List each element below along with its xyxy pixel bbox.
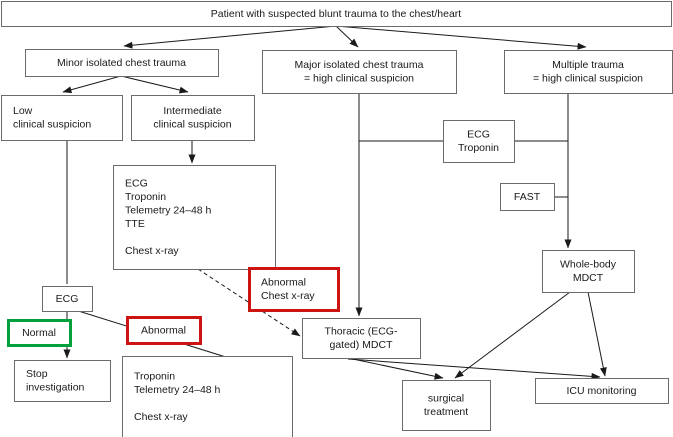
node-label-surgical: surgical	[428, 393, 464, 405]
node-thoracic[interactable]: Thoracic (ECG-gated) MDCT	[302, 318, 421, 359]
node-label-ecg: ECG	[56, 293, 79, 305]
node-label-low: clinical suspicion	[13, 119, 91, 131]
node-low[interactable]: Low clinical suspicion	[1, 95, 123, 141]
edge-wbmdct-to-icu	[587, 291, 607, 377]
edge-root-to-major	[335, 25, 359, 48]
node-major[interactable]: Major isolated chest trauma = high clinic…	[262, 50, 457, 94]
node-normal[interactable]: Normal	[7, 319, 72, 347]
node-label-major: Major isolated chest trauma	[295, 59, 424, 71]
node-label-surgical: treatment	[424, 406, 468, 418]
edge-root-to-multiple	[335, 25, 587, 50]
node-label-icu: ICU monitoring	[566, 385, 636, 397]
node-label-multi: = high clinical suspicion	[533, 73, 643, 85]
node-box-wbmdct	[542, 250, 635, 293]
node-box-low	[1, 95, 123, 141]
node-label-workup: Chest x-ray	[125, 245, 179, 257]
node-label-abnormalcxr: Abnormal	[261, 277, 306, 289]
node-abnormal[interactable]: Abnormal	[126, 316, 202, 345]
node-label-stop: Stop	[26, 368, 48, 380]
node-label-troponin2: Telemetry 24–48 h	[134, 384, 221, 396]
node-label-ecgtrop: Troponin	[458, 142, 499, 154]
node-multi[interactable]: Multiple trauma = high clinical suspicion	[504, 50, 673, 94]
node-box-minor	[25, 49, 219, 77]
node-label-root: Patient with suspected blunt trauma to t…	[211, 8, 461, 20]
node-stop[interactable]: Stop investigation	[14, 360, 111, 402]
node-label-stop: investigation	[26, 382, 85, 394]
node-box-major	[262, 50, 457, 94]
node-box-stop	[14, 360, 111, 402]
node-icu[interactable]: ICU monitoring	[535, 378, 669, 404]
node-box-abnormalcxr	[248, 267, 340, 312]
node-label-abnormal: Abnormal	[141, 324, 186, 336]
node-label-fast: FAST	[514, 191, 541, 203]
node-box-normal	[7, 319, 72, 347]
node-label-troponin2: Troponin	[134, 371, 175, 383]
node-label-wbmdct: Whole-body	[560, 259, 617, 271]
node-label-multi: Multiple trauma	[552, 59, 624, 71]
node-box-fast	[500, 183, 555, 211]
node-label-intermediate: Intermediate	[163, 105, 222, 117]
edge-thoracic-to-surgical	[347, 357, 444, 380]
edge-root-to-minor	[123, 25, 337, 49]
edge-minor-to-intermediate	[120, 75, 189, 94]
node-label-normal: Normal	[22, 327, 56, 339]
node-label-abnormalcxr: Chest x-ray	[261, 290, 315, 302]
node-label-workup: Troponin	[125, 191, 166, 203]
node-fast[interactable]: FAST	[500, 183, 555, 211]
edge-workup-dashed-to-thoracic	[197, 268, 301, 337]
node-label-minor: Minor isolated chest trauma	[57, 57, 186, 69]
node-minor[interactable]: Minor isolated chest trauma	[25, 49, 219, 77]
node-label-wbmdct: MDCT	[573, 272, 604, 284]
node-box-icu	[535, 378, 669, 404]
node-label-thoracic: Thoracic (ECG-	[325, 326, 398, 338]
edge-thoracic-to-icu	[347, 358, 601, 380]
node-box-intermediate	[131, 95, 255, 141]
node-box-abnormal	[126, 316, 202, 345]
node-label-thoracic: gated) MDCT	[329, 339, 393, 351]
node-root[interactable]: Patient with suspected blunt trauma to t…	[1, 1, 672, 27]
node-intermediate[interactable]: Intermediate clinical suspicion	[131, 95, 255, 141]
node-label-workup: ECG	[125, 178, 148, 190]
node-label-troponin2: Chest x-ray	[134, 411, 188, 423]
edge-minor-to-low	[62, 75, 122, 94]
node-label-workup: Telemetry 24–48 h	[125, 205, 212, 217]
node-label-ecgtrop: ECG	[467, 129, 490, 141]
node-label-intermediate: clinical suspicion	[153, 119, 231, 131]
node-box-ecgtrop	[443, 120, 515, 163]
node-box-surgical	[402, 380, 491, 431]
node-label-low: Low	[13, 105, 33, 117]
node-box-troponin2	[122, 356, 293, 437]
node-label-major: = high clinical suspicion	[304, 73, 414, 85]
node-box-thoracic	[302, 318, 421, 359]
node-box-root	[1, 1, 672, 27]
edge-wbmdct-to-surgical	[454, 291, 571, 379]
node-label-workup: TTE	[125, 218, 145, 230]
node-box-ecg	[42, 286, 93, 312]
node-ecg[interactable]: ECG	[42, 286, 93, 312]
node-box-workup	[113, 165, 276, 270]
